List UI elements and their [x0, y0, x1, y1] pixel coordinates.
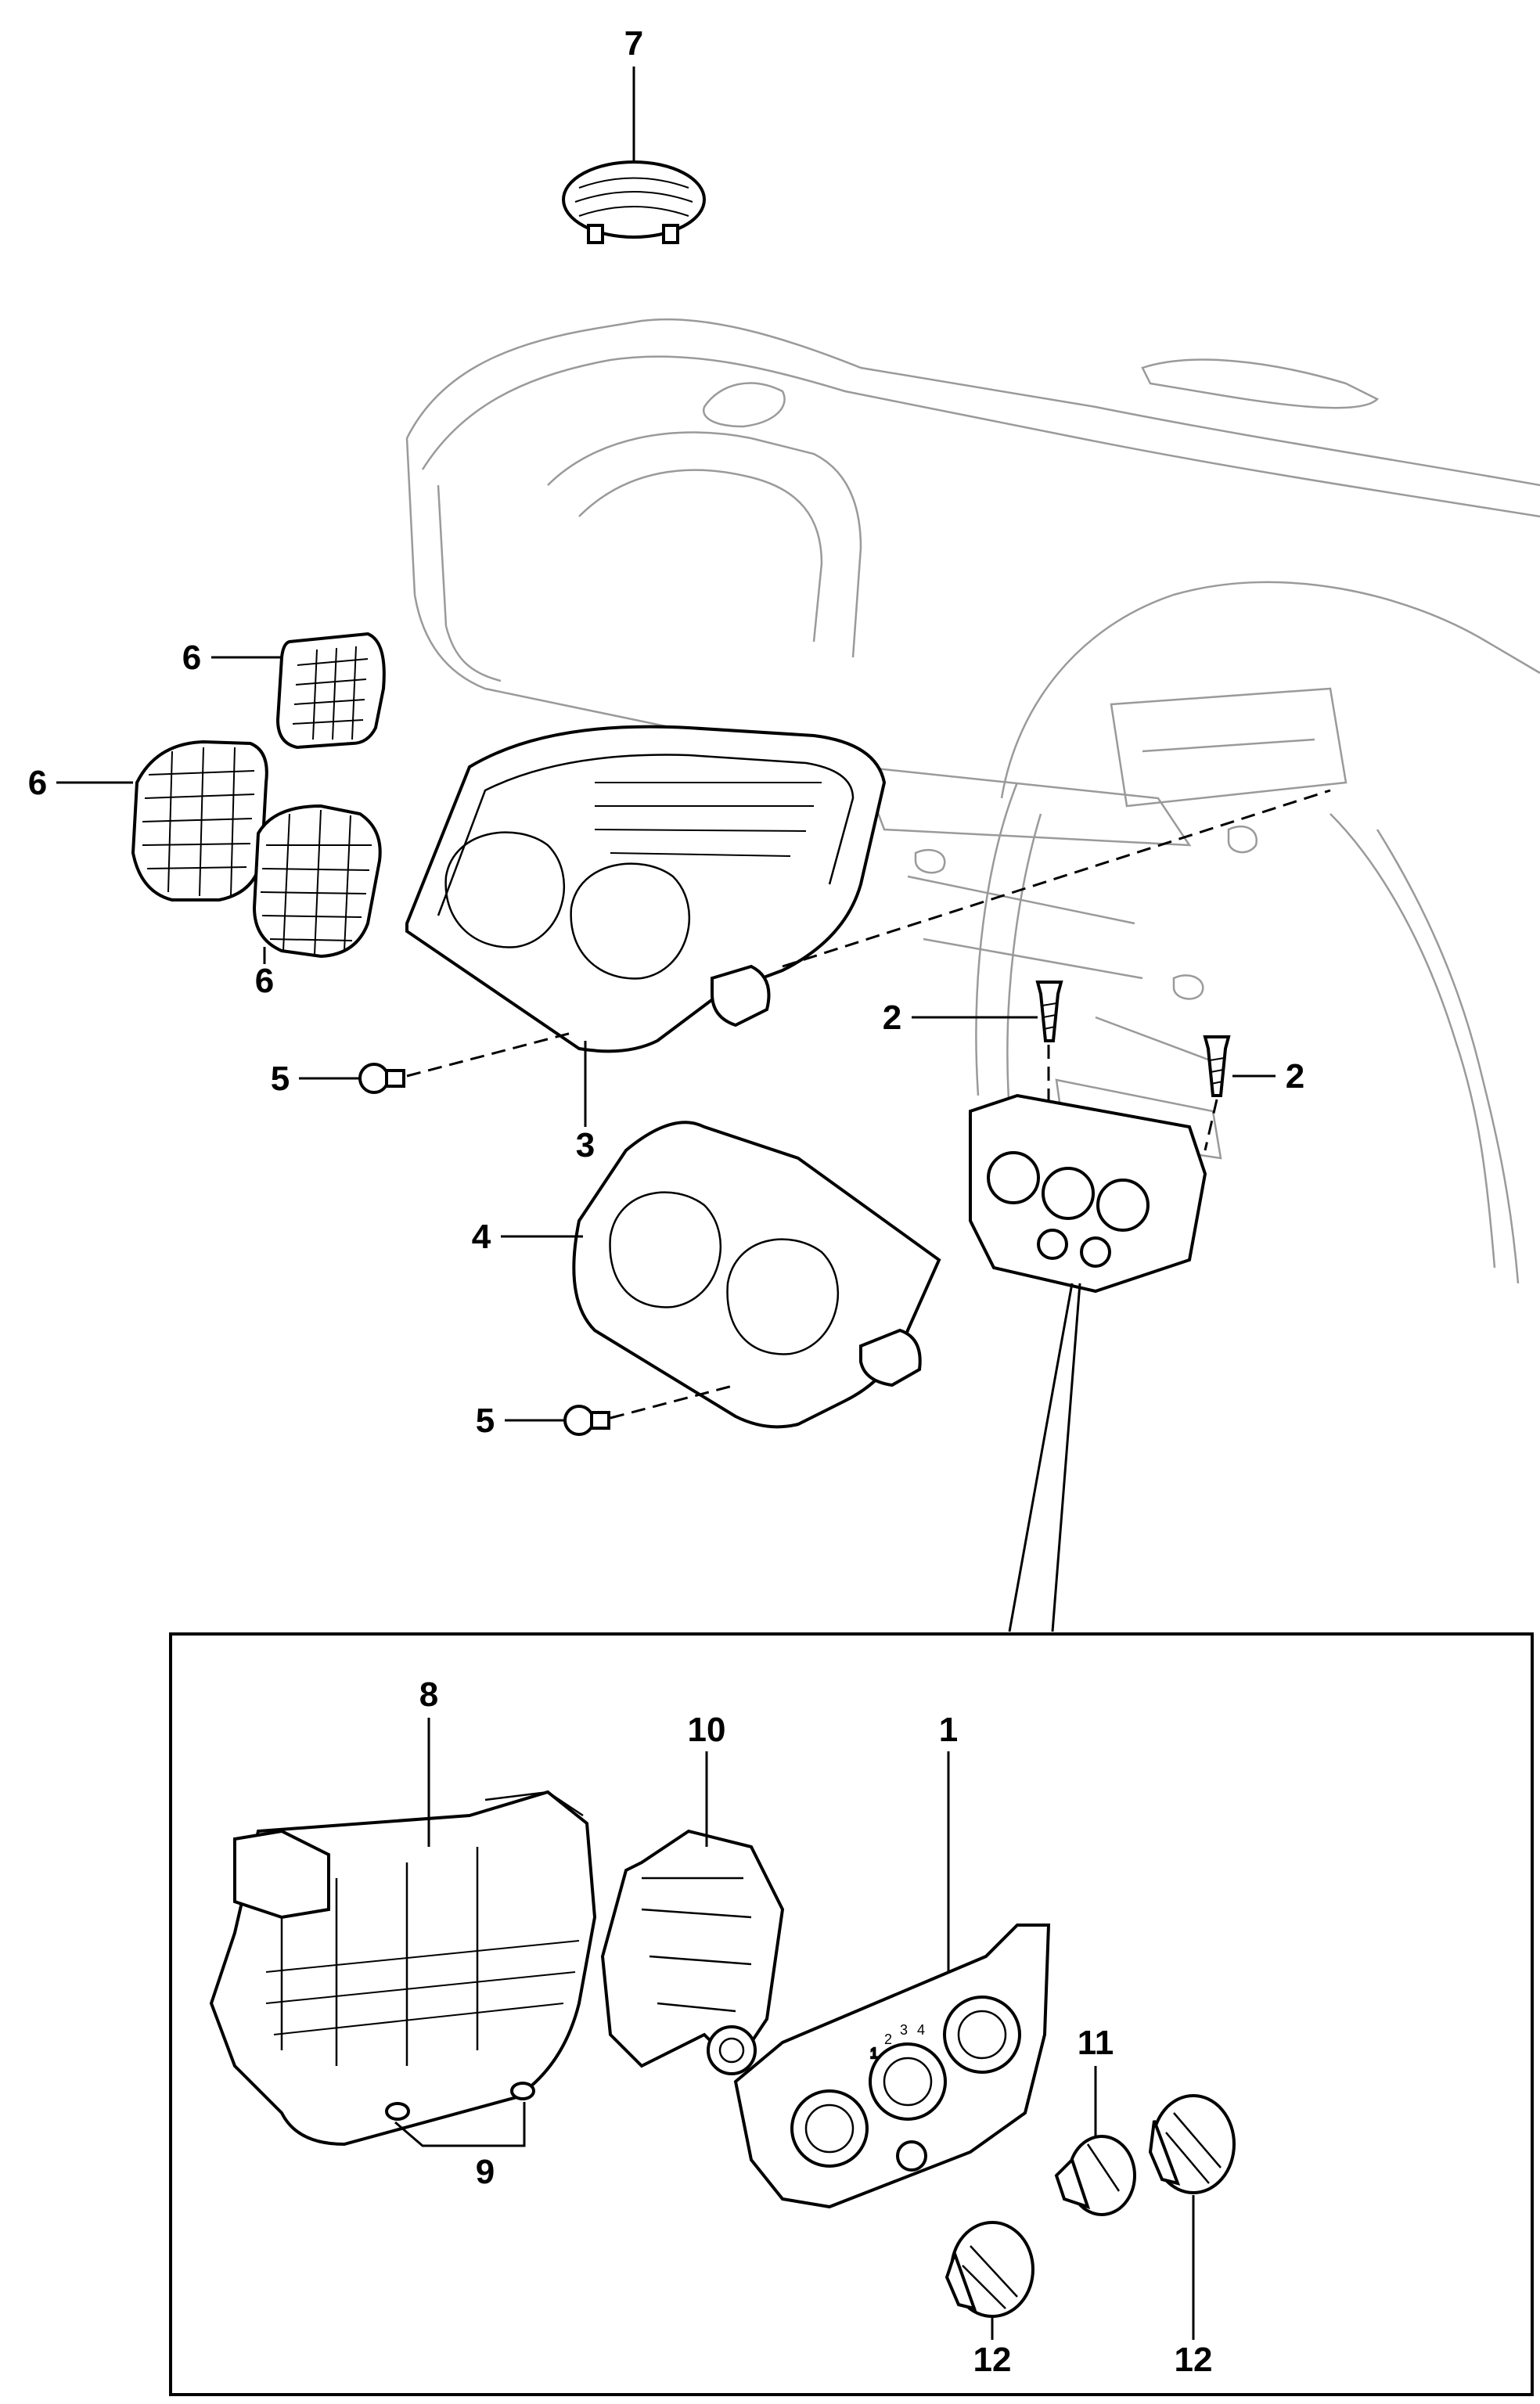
callout-8: 8: [419, 1675, 438, 1714]
callout-3: 3: [576, 1126, 595, 1164]
fan-mark-4: 4: [917, 2022, 925, 2038]
console-bezel-part-3: [405, 725, 887, 1053]
callout-11: 11: [1078, 2024, 1114, 2062]
knob-part-12-right: [1148, 2094, 1236, 2194]
callout-7: 7: [624, 24, 643, 63]
callout-6-right: 6: [255, 962, 274, 1000]
callout-2-right: 2: [1286, 1057, 1304, 1096]
fan-mark-1: 1: [870, 2046, 878, 2061]
callout-5-lower: 5: [476, 1402, 495, 1440]
control-housing-part-8: [209, 1790, 597, 2147]
screw-part-2-right: [1203, 1035, 1231, 1097]
callout-1: 1: [939, 1711, 958, 1749]
front-panel-part-1: [733, 1924, 1051, 2209]
callout-12-left: 12: [973, 2341, 1012, 2379]
callouts: 7 6 6 6 5 3 4 5 2 2 8 10 1 11 9 12 12: [28, 24, 1304, 2379]
fan-mark-2: 2: [884, 2032, 892, 2047]
fan-speed-marks: 1 2 3 4: [869, 2022, 925, 2062]
peg-part-9-left: [385, 2102, 410, 2121]
knob-part-11: [1054, 2135, 1136, 2216]
callout-2-left: 2: [883, 999, 901, 1037]
callout-9: 9: [476, 2153, 495, 2191]
callout-6-left: 6: [28, 764, 47, 802]
fan-mark-3: 3: [900, 2022, 908, 2038]
vent-part-6-right: [252, 804, 382, 959]
console-bezel-part-4: [572, 1121, 941, 1429]
round-vent-part-7: [562, 160, 706, 244]
vent-part-6-left: [131, 740, 268, 902]
clip-part-5-lower: [563, 1405, 610, 1436]
mechanism-part-10: [600, 1829, 785, 2075]
callout-4: 4: [472, 1218, 491, 1256]
peg-part-9-right: [510, 2082, 535, 2100]
knob-part-12-left: [945, 2221, 1034, 2318]
callout-10: 10: [688, 1711, 726, 1749]
callout-12-right: 12: [1175, 2341, 1213, 2379]
screw-part-2-left: [1035, 981, 1063, 1042]
peg-bracket-part-9: [394, 2102, 526, 2147]
clip-part-5-upper: [358, 1063, 405, 1094]
callout-6-small: 6: [182, 639, 201, 677]
leader-lines: [56, 67, 1276, 2340]
callout-5-upper: 5: [271, 1060, 290, 1098]
climate-control-assembly: [969, 1093, 1207, 1294]
vent-part-6-small: [275, 632, 386, 750]
detail-box: [169, 1632, 1534, 2396]
detail-pointer: [1008, 1283, 1081, 1632]
dashboard-outline: [405, 318, 1540, 1284]
assembly-lines: [406, 789, 1331, 1420]
